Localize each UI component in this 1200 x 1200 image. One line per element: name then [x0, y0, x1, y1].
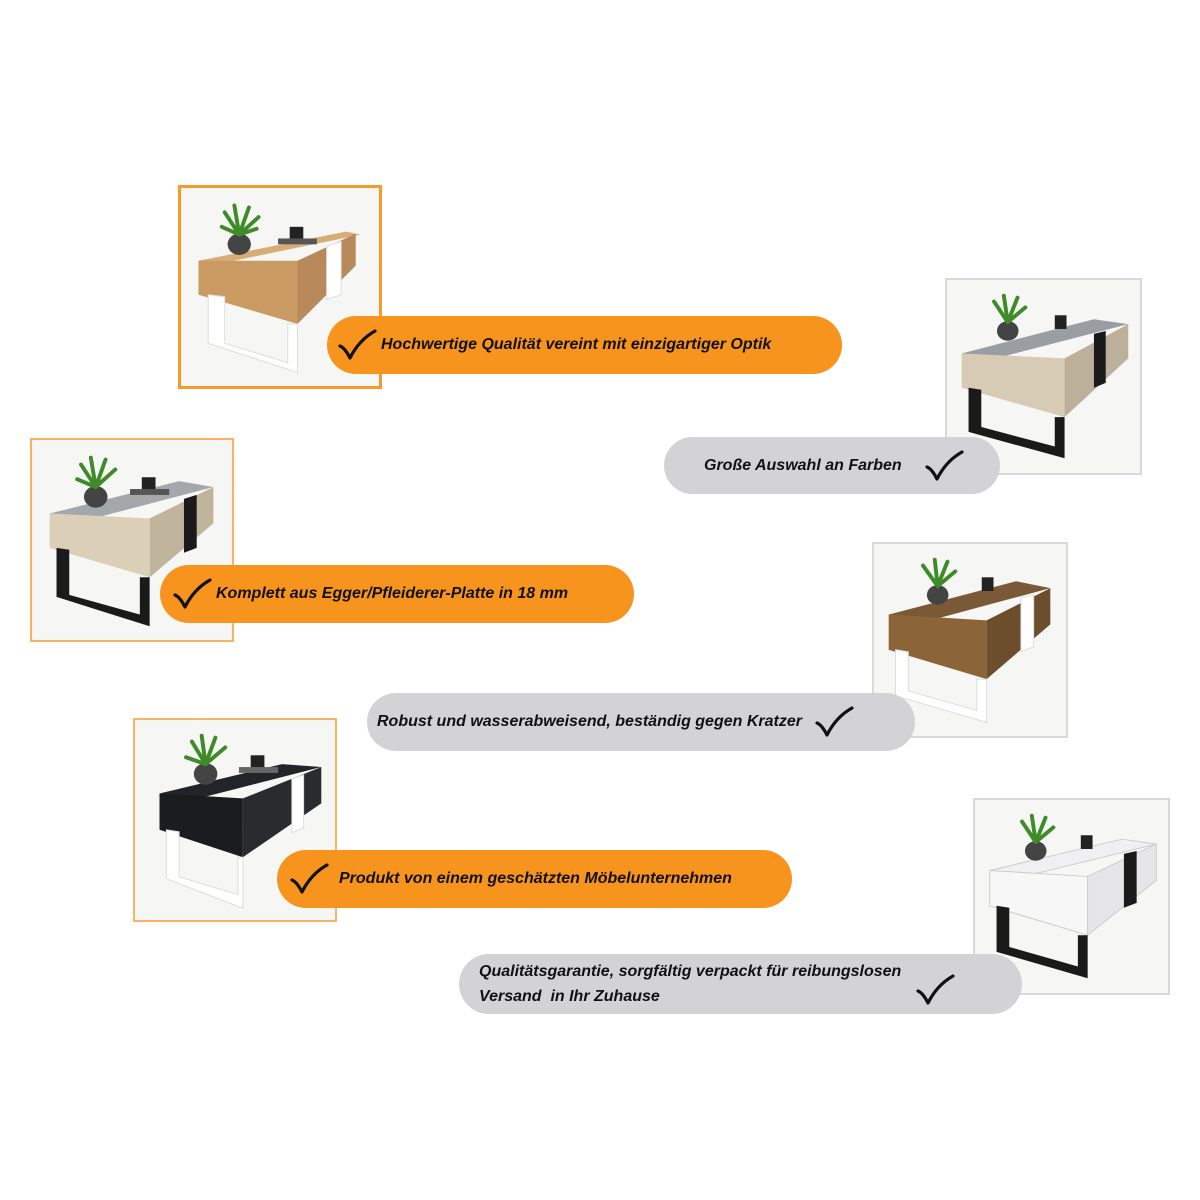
- coffee-table-image: [961, 293, 1129, 459]
- mug-icon: [278, 226, 317, 245]
- feature-pill-quality: Hochwertige Qualität vereint mit einziga…: [327, 316, 842, 374]
- checkmark-icon: [172, 577, 212, 611]
- feature-text: Robust und wasserabweisend, beständig ge…: [377, 713, 802, 730]
- feature-text: Große Auswahl an Farben: [704, 456, 902, 474]
- coffee-table-image: [49, 455, 214, 627]
- checkmark-icon: [915, 973, 955, 1007]
- mug-icon: [981, 577, 994, 592]
- plant-icon: [992, 293, 1028, 341]
- product-image-oak: [178, 185, 382, 389]
- plant-icon: [75, 455, 118, 508]
- checkmark-icon: [289, 862, 329, 896]
- coffee-table-image: [989, 813, 1157, 979]
- mug-icon: [238, 755, 279, 773]
- feature-pill-robust: Robust und wasserabweisend, beständig ge…: [367, 693, 915, 751]
- plant-icon: [921, 557, 958, 605]
- mug-icon: [130, 477, 170, 495]
- plant-icon: [184, 733, 228, 785]
- checkmark-icon: [924, 449, 964, 483]
- feature-pill-guarantee: Qualitätsgarantie, sorgfältig verpackt f…: [459, 954, 1022, 1014]
- checkmark-icon: [814, 705, 854, 739]
- feature-text: Hochwertige Qualität vereint mit einziga…: [381, 336, 772, 353]
- product-image-walnut: [872, 542, 1068, 738]
- feature-text: Komplett aus Egger/Pfleiderer-Platte in …: [216, 585, 569, 602]
- feature-pill-board: Komplett aus Egger/Pfleiderer-Platte in …: [160, 565, 634, 623]
- mug-icon: [1054, 315, 1067, 329]
- feature-pill-company: Produkt von einem geschätzten Möbelunter…: [277, 850, 792, 908]
- checkmark-icon: [337, 328, 377, 362]
- product-image-concrete: [945, 278, 1142, 475]
- feature-text: Qualitätsgarantie, sorgfältig verpackt f…: [479, 959, 901, 1009]
- coffee-table-image: [198, 203, 361, 374]
- plant-icon: [219, 203, 261, 255]
- coffee-table-image: [159, 733, 322, 909]
- coffee-table-image: [888, 557, 1051, 723]
- mug-icon: [1080, 835, 1093, 849]
- feature-text: Produkt von einem geschätzten Möbelunter…: [339, 870, 732, 887]
- feature-pill-colors: Große Auswahl an Farben: [664, 437, 1000, 494]
- feature-text-line2: Versand in Ihr Zuhause: [479, 988, 660, 1005]
- plant-icon: [1020, 813, 1056, 861]
- feature-text-line1: Qualitätsgarantie, sorgfältig verpackt f…: [479, 963, 902, 980]
